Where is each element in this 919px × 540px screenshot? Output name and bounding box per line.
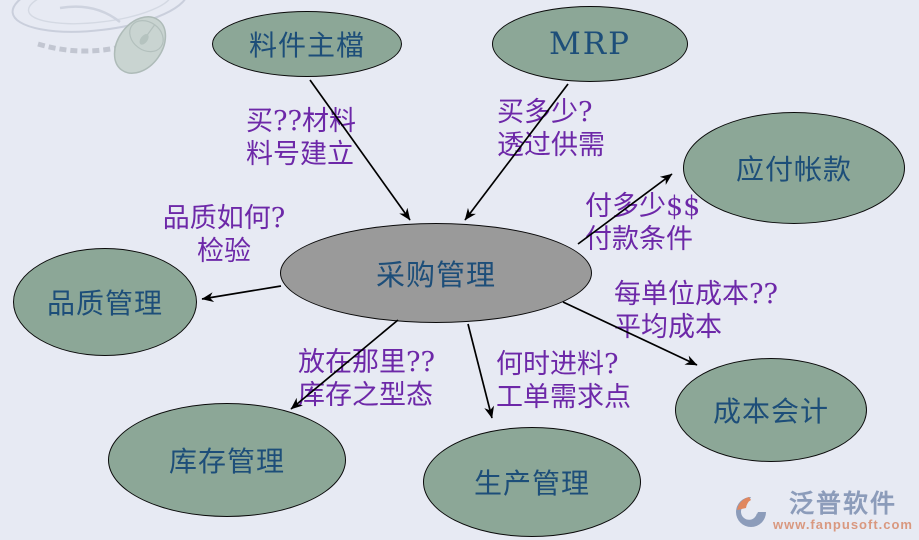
arrow-procurement-to-quality <box>201 285 282 303</box>
node-material-master: 料件主檔 <box>212 11 402 77</box>
annotation-line: 料号建立 <box>246 139 354 170</box>
annotation-when-to-feed: 何时进料? 工单需求点 <box>496 348 631 414</box>
annotation-line: 付款条件 <box>585 224 693 255</box>
node-inventory-management: 库存管理 <box>108 403 346 517</box>
node-quality-management-label: 品质管理 <box>46 287 163 320</box>
annotation-line: 买??材料 <box>246 106 356 137</box>
watermark-brand: 泛普软件 <box>788 489 897 518</box>
annotation-line: 平均成本 <box>614 312 722 343</box>
annotation-line: 库存之型态 <box>298 380 433 411</box>
annotation-line: 品质如何? <box>162 203 286 234</box>
annotation-line: 放在那里?? <box>298 347 435 378</box>
node-quality-management: 品质管理 <box>13 248 197 356</box>
node-procurement-management: 采购管理 <box>280 223 592 323</box>
annotation-line: 工单需求点 <box>496 382 631 413</box>
annotation-line: 买多少? <box>497 97 593 128</box>
node-material-master-label: 料件主檔 <box>248 29 365 62</box>
arrow-procurement-to-production <box>467 323 494 419</box>
annotation-where-to-store: 放在那里?? 库存之型态 <box>298 346 435 412</box>
brand-watermark: 泛普软件 www.fanpusoft.com <box>733 491 913 532</box>
annotation-quality-how: 品质如何? 检验 <box>148 202 300 268</box>
node-mrp-label: MRP <box>549 26 631 62</box>
annotation-line: 付多少$$ <box>585 191 701 222</box>
fanpu-logo-icon <box>735 496 766 527</box>
corner-logo-watermark <box>11 0 189 74</box>
node-inventory-management-label: 库存管理 <box>168 445 285 478</box>
watermark-url: www.fanpusoft.com <box>772 517 913 532</box>
annotation-buy-how-much: 买多少? 透过供需 <box>497 96 605 162</box>
node-procurement-management-label: 采购管理 <box>375 258 496 292</box>
node-accounts-payable: 应付帐款 <box>683 112 905 224</box>
node-accounts-payable-label: 应付帐款 <box>735 153 852 186</box>
annotation-pay-how-much: 付多少$$ 付款条件 <box>585 190 700 256</box>
node-production-management-label: 生产管理 <box>473 467 590 500</box>
node-cost-accounting: 成本会计 <box>675 358 867 462</box>
annotation-unit-cost: 每单位成本?? 平均成本 <box>614 278 778 344</box>
watermark-text-block: 泛普软件 www.fanpusoft.com <box>772 489 913 533</box>
annotation-line: 何时进料? <box>496 349 619 380</box>
annotation-buy-what-material: 买??材料 料号建立 <box>246 105 356 171</box>
mouse-icon <box>113 16 167 74</box>
annotation-line: 检验 <box>197 236 251 267</box>
annotation-line: 透过供需 <box>497 130 605 161</box>
node-mrp: MRP <box>492 6 688 82</box>
node-cost-accounting-label: 成本会计 <box>712 395 829 428</box>
annotation-line: 每单位成本?? <box>614 279 778 310</box>
node-production-management: 生产管理 <box>423 427 641 537</box>
